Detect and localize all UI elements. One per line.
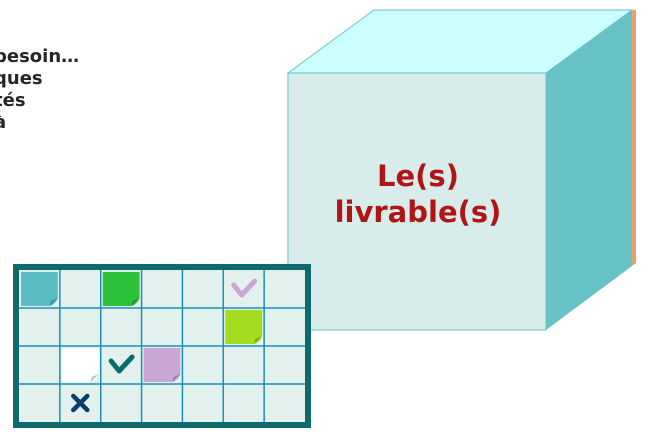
sticky-note-fold <box>49 298 58 306</box>
cube-label-line-2: livrable(s) <box>334 195 502 229</box>
cross-mark-icon <box>71 393 90 413</box>
cube-label-line-1: Le(s) <box>377 159 459 193</box>
sticky-note-fold <box>254 336 263 344</box>
sticky-note-fold <box>172 374 181 382</box>
cube-side-face <box>546 10 632 330</box>
text-line-1: besoin… <box>0 46 80 67</box>
text-line-3: tés <box>0 90 26 111</box>
sticky-note-icon <box>61 348 99 382</box>
sticky-note-icon <box>225 310 263 344</box>
check-mark-icon <box>231 278 258 298</box>
cube-front-face <box>287 72 547 331</box>
task-grid <box>19 270 305 422</box>
text-line-2: ques <box>0 68 43 89</box>
sticky-note-icon <box>21 272 58 306</box>
check-mark-icon <box>108 354 135 374</box>
sticky-note-fold <box>131 298 140 306</box>
cube-edge-accent <box>632 10 636 266</box>
sticky-note-icon <box>102 272 140 306</box>
sticky-note-icon <box>143 348 181 382</box>
task-grid-board <box>13 264 311 428</box>
cube-label: Le(s) livrable(s) <box>288 158 548 230</box>
bullet-text-block: besoin… ques tés à <box>0 46 79 134</box>
text-line-4: à <box>0 112 7 133</box>
sticky-note-fold <box>90 374 99 382</box>
